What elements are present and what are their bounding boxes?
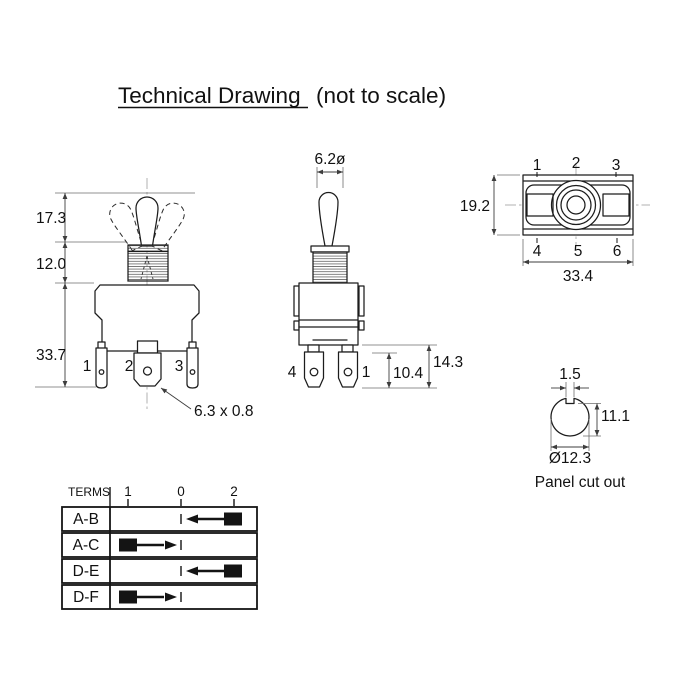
panel-diameter-label: Ø12.3 (549, 450, 591, 467)
table-row-de-label: D-E (73, 563, 100, 580)
side-body (293, 282, 365, 346)
front-body-height-label: 33.7 (36, 347, 66, 364)
arrow-left-icon (186, 566, 198, 576)
panel-cutout-caption: Panel cut out (535, 474, 626, 491)
front-lever-height-label: 17.3 (36, 210, 66, 227)
top-terminal-1-label: 1 (533, 157, 542, 174)
front-terminal-2-label: 2 (125, 358, 134, 375)
page-title: Technical Drawing (not to scale) (118, 83, 446, 109)
table-pos-0-header: 0 (177, 484, 185, 499)
top-terminal-ticks (536, 172, 618, 243)
terminal-size-label: 6.3 x 0.8 (194, 403, 253, 420)
side-dia-extension-lines (316, 167, 344, 188)
side-total-length-label: 14.3 (433, 354, 463, 371)
front-bushing (127, 244, 169, 282)
table-row-ab: A-B (73, 511, 242, 528)
side-lever (318, 191, 339, 247)
front-view: 17.3 12.0 33.7 1 (35, 178, 253, 420)
table-row-df: D-F (73, 589, 182, 606)
panel-keyway-width-label: 1.5 (559, 366, 581, 383)
panel-flat-height-label: 11.1 (601, 408, 630, 425)
side-bushing (310, 245, 350, 284)
top-terminal-4-label: 4 (533, 243, 542, 260)
title-suffix: (not to scale) (316, 83, 446, 108)
top-body (522, 174, 634, 236)
front-bushing-height-label: 12.0 (36, 256, 67, 273)
top-width-label: 33.4 (563, 268, 594, 285)
front-terminal-1-label: 1 (83, 358, 92, 375)
arrow-right-icon (165, 592, 177, 602)
side-view: 6.2ø (288, 151, 463, 389)
front-body (94, 284, 200, 352)
top-terminal-2-label: 2 (572, 155, 581, 172)
side-lever-dia-label: 6.2ø (314, 151, 346, 168)
arrow-right-icon (165, 540, 177, 550)
side-terminal-1-label: 1 (362, 364, 371, 381)
front-terminal-3-label: 3 (175, 358, 184, 375)
table-row-de: D-E (73, 563, 242, 580)
front-lever (135, 196, 159, 247)
front-terminals (95, 340, 199, 389)
side-extension-lines (362, 344, 437, 389)
title-main: Technical Drawing (118, 83, 301, 108)
top-view: 1 2 3 4 5 6 19.2 33.4 (460, 155, 650, 285)
table-row-df-label: D-F (73, 589, 99, 606)
table-terms-header: TERMS (68, 485, 110, 499)
side-tab-length-label: 10.4 (393, 365, 424, 382)
table-pos-2-header: 2 (230, 484, 238, 499)
panel-dimension-lines (551, 385, 600, 450)
side-terminals (303, 344, 359, 388)
top-height-label: 19.2 (460, 198, 490, 215)
top-terminal-6-label: 6 (613, 243, 622, 260)
panel-cutout: 1.5 11.1 Ø12.3 Panel cut out (535, 366, 630, 491)
terminal-size-leader (160, 387, 192, 410)
table-pos-1-header: 1 (124, 484, 132, 499)
switching-table: TERMS 1 0 2 A-B A-C (61, 484, 258, 610)
panel-cutout-circle (550, 397, 590, 437)
table-header-ticks (109, 487, 235, 507)
side-terminal-4-label: 4 (288, 364, 297, 381)
table-grid (61, 506, 258, 610)
arrow-left-icon (186, 514, 198, 524)
top-terminal-3-label: 3 (612, 157, 621, 174)
panel-extension-lines (550, 382, 601, 451)
top-terminal-5-label: 5 (574, 243, 583, 260)
table-row-ac: A-C (73, 537, 182, 554)
table-row-ab-label: A-B (73, 511, 99, 528)
table-row-ac-label: A-C (73, 537, 100, 554)
